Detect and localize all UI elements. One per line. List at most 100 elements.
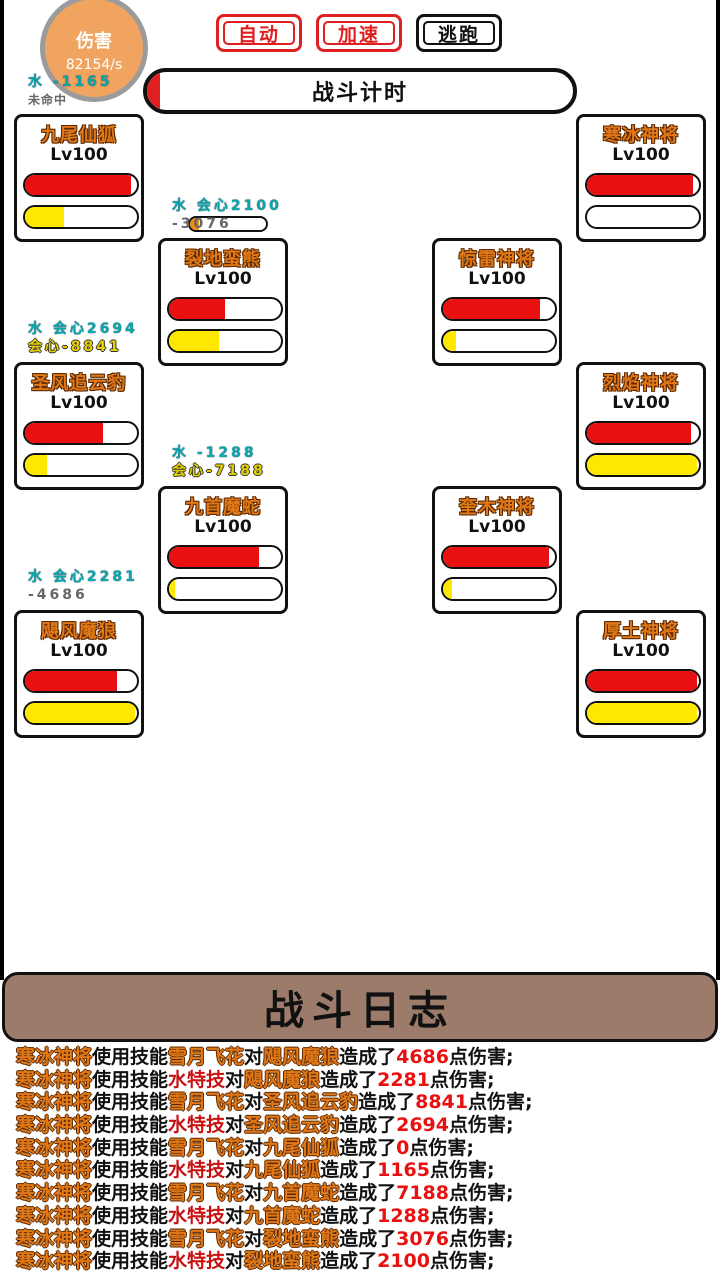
log-damage: 7188 xyxy=(396,1182,449,1205)
speed-button[interactable]: 加速 xyxy=(316,14,402,52)
log-skill: 雪月飞花 xyxy=(168,1136,245,1159)
unit-level: Lv100 xyxy=(612,393,670,413)
log-verb: 对 xyxy=(244,1182,264,1205)
log-damage: 1165 xyxy=(377,1159,430,1182)
unit-name: 厚土神将 xyxy=(603,621,679,642)
log-verb: 点伤害; xyxy=(409,1136,474,1159)
flee-button[interactable]: 逃跑 xyxy=(416,14,502,52)
log-verb: 使用技能 xyxy=(92,1159,169,1182)
energy-bar xyxy=(23,453,139,477)
energy-bar-fill xyxy=(25,703,135,723)
energy-bar xyxy=(23,701,139,725)
log-actor: 寒冰神将 xyxy=(16,1046,93,1068)
hp-bar xyxy=(585,173,701,197)
log-row: 寒冰神将使用技能雪月飞花对九首魔蛇造成了7188点伤害; xyxy=(16,1182,716,1205)
unit-name: 九首魔蛇 xyxy=(185,497,261,518)
energy-bar-fill xyxy=(587,703,697,723)
log-verb: 点伤害; xyxy=(467,1091,533,1114)
unit-level: Lv100 xyxy=(194,517,252,537)
log-actor: 寒冰神将 xyxy=(16,1068,93,1091)
log-verb: 使用技能 xyxy=(92,1182,169,1205)
log-actor: 寒冰神将 xyxy=(16,1114,93,1137)
log-verb: 造成了 xyxy=(358,1091,416,1114)
log-damage: 3076 xyxy=(396,1227,449,1250)
log-row: 寒冰神将使用技能雪月飞花对飓风魔狼造成了4686点伤害; xyxy=(16,1046,716,1069)
log-row: 寒冰神将使用技能水特技对飓风魔狼造成了2281点伤害; xyxy=(16,1069,716,1092)
unit-level: Lv100 xyxy=(50,393,108,413)
hp-bar xyxy=(167,297,283,321)
log-verb: 点伤害; xyxy=(448,1114,514,1137)
log-verb: 对 xyxy=(225,1250,245,1273)
log-row: 寒冰神将使用技能雪月飞花对裂地蛮熊造成了3076点伤害; xyxy=(16,1228,716,1251)
log-verb: 点伤害; xyxy=(429,1159,495,1182)
battle-log[interactable]: 寒冰神将使用技能雪月飞花对飓风魔狼造成了4686点伤害;寒冰神将使用技能水特技对… xyxy=(16,1046,716,1273)
log-target: 飓风魔狼 xyxy=(263,1046,340,1068)
hp-bar-fill xyxy=(587,175,694,195)
left-border xyxy=(0,0,4,980)
log-verb: 造成了 xyxy=(339,1046,397,1068)
battle-log-header: 战斗日志 xyxy=(2,972,718,1042)
flee-button-frame xyxy=(423,21,495,45)
log-verb: 对 xyxy=(244,1136,264,1159)
energy-bar-fill xyxy=(169,579,175,599)
log-actor: 寒冰神将 xyxy=(16,1159,93,1182)
battle-log-title: 战斗日志 xyxy=(264,988,456,1034)
log-row: 寒冰神将使用技能水特技对九首魔蛇造成了1288点伤害; xyxy=(16,1205,716,1228)
log-verb: 对 xyxy=(225,1114,245,1137)
log-verb: 造成了 xyxy=(339,1227,397,1250)
log-skill: 雪月飞花 xyxy=(168,1227,245,1250)
log-verb: 使用技能 xyxy=(92,1204,169,1227)
auto-button-label: 自动 xyxy=(237,23,280,46)
float-text-fox-miss: 未命中 xyxy=(28,93,68,107)
log-row: 寒冰神将使用技能雪月飞花对圣风追云豹造成了8841点伤害; xyxy=(16,1091,716,1114)
hp-bar xyxy=(167,545,283,569)
log-damage: 2694 xyxy=(396,1114,449,1137)
unit-level: Lv100 xyxy=(50,641,108,661)
log-damage: 1288 xyxy=(377,1204,430,1227)
energy-bar-fill xyxy=(443,331,457,351)
unit-level: Lv100 xyxy=(468,269,526,289)
unit-level: Lv100 xyxy=(50,145,108,165)
hp-bar-fill xyxy=(25,423,104,443)
log-target: 圣风追云豹 xyxy=(263,1091,359,1114)
log-skill: 雪月飞花 xyxy=(168,1182,245,1205)
log-target: 九尾仙狐 xyxy=(263,1136,340,1159)
float-text-leopard-crit: 水 会心2694 xyxy=(28,321,138,337)
float-text-snake-damage: 水 -1288 xyxy=(172,445,257,461)
log-target: 九尾仙狐 xyxy=(244,1159,321,1182)
timer-fill xyxy=(147,72,160,110)
hp-bar-fill xyxy=(25,671,117,691)
log-target: 九首魔蛇 xyxy=(244,1204,321,1227)
log-verb: 对 xyxy=(225,1159,245,1182)
hp-bar xyxy=(585,421,701,445)
unit-level: Lv100 xyxy=(194,269,252,289)
log-damage: 0 xyxy=(396,1136,410,1159)
hp-bar-fill xyxy=(443,299,541,319)
auto-button[interactable]: 自动 xyxy=(216,14,302,52)
log-skill: 水特技 xyxy=(168,1114,226,1137)
hp-bar-fill xyxy=(169,299,225,319)
log-verb: 造成了 xyxy=(339,1182,397,1205)
log-verb: 对 xyxy=(244,1227,264,1250)
auto-button-frame xyxy=(223,21,295,45)
log-verb: 点伤害; xyxy=(448,1182,514,1205)
log-verb: 点伤害; xyxy=(448,1227,514,1250)
hp-bar xyxy=(441,545,557,569)
float-text-fox-damage: 水 -1165 xyxy=(28,74,113,90)
log-verb: 点伤害; xyxy=(429,1204,495,1227)
speed-button-frame xyxy=(323,21,395,45)
log-skill: 雪月飞花 xyxy=(168,1091,245,1114)
log-verb: 使用技能 xyxy=(92,1091,169,1114)
float-text-snake-crit: 会心-7188 xyxy=(172,463,266,479)
